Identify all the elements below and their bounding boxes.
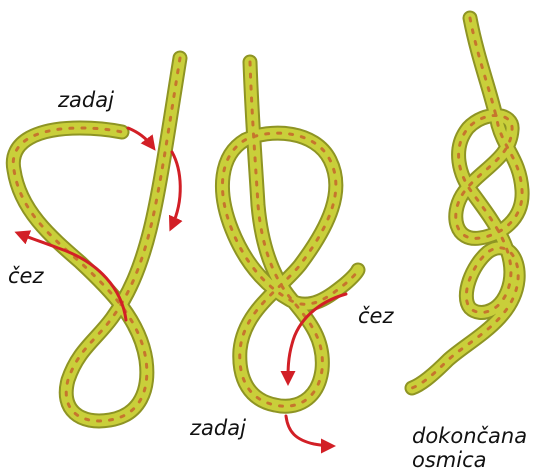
- arrow-step1-behind-1: [128, 128, 152, 146]
- arrow-step2-behind: [286, 416, 330, 446]
- label-finished-line1: dokončana: [412, 424, 527, 448]
- label-step1-behind: zadaj: [57, 88, 114, 112]
- arrow-step1-behind-2: [172, 152, 180, 226]
- label-finished-line2: osmica: [412, 448, 487, 472]
- rope-step-3: [412, 18, 522, 388]
- label-step2-behind: zadaj: [189, 416, 246, 440]
- label-step1-over: čez: [8, 264, 44, 288]
- label-step2-over: čez: [358, 304, 394, 328]
